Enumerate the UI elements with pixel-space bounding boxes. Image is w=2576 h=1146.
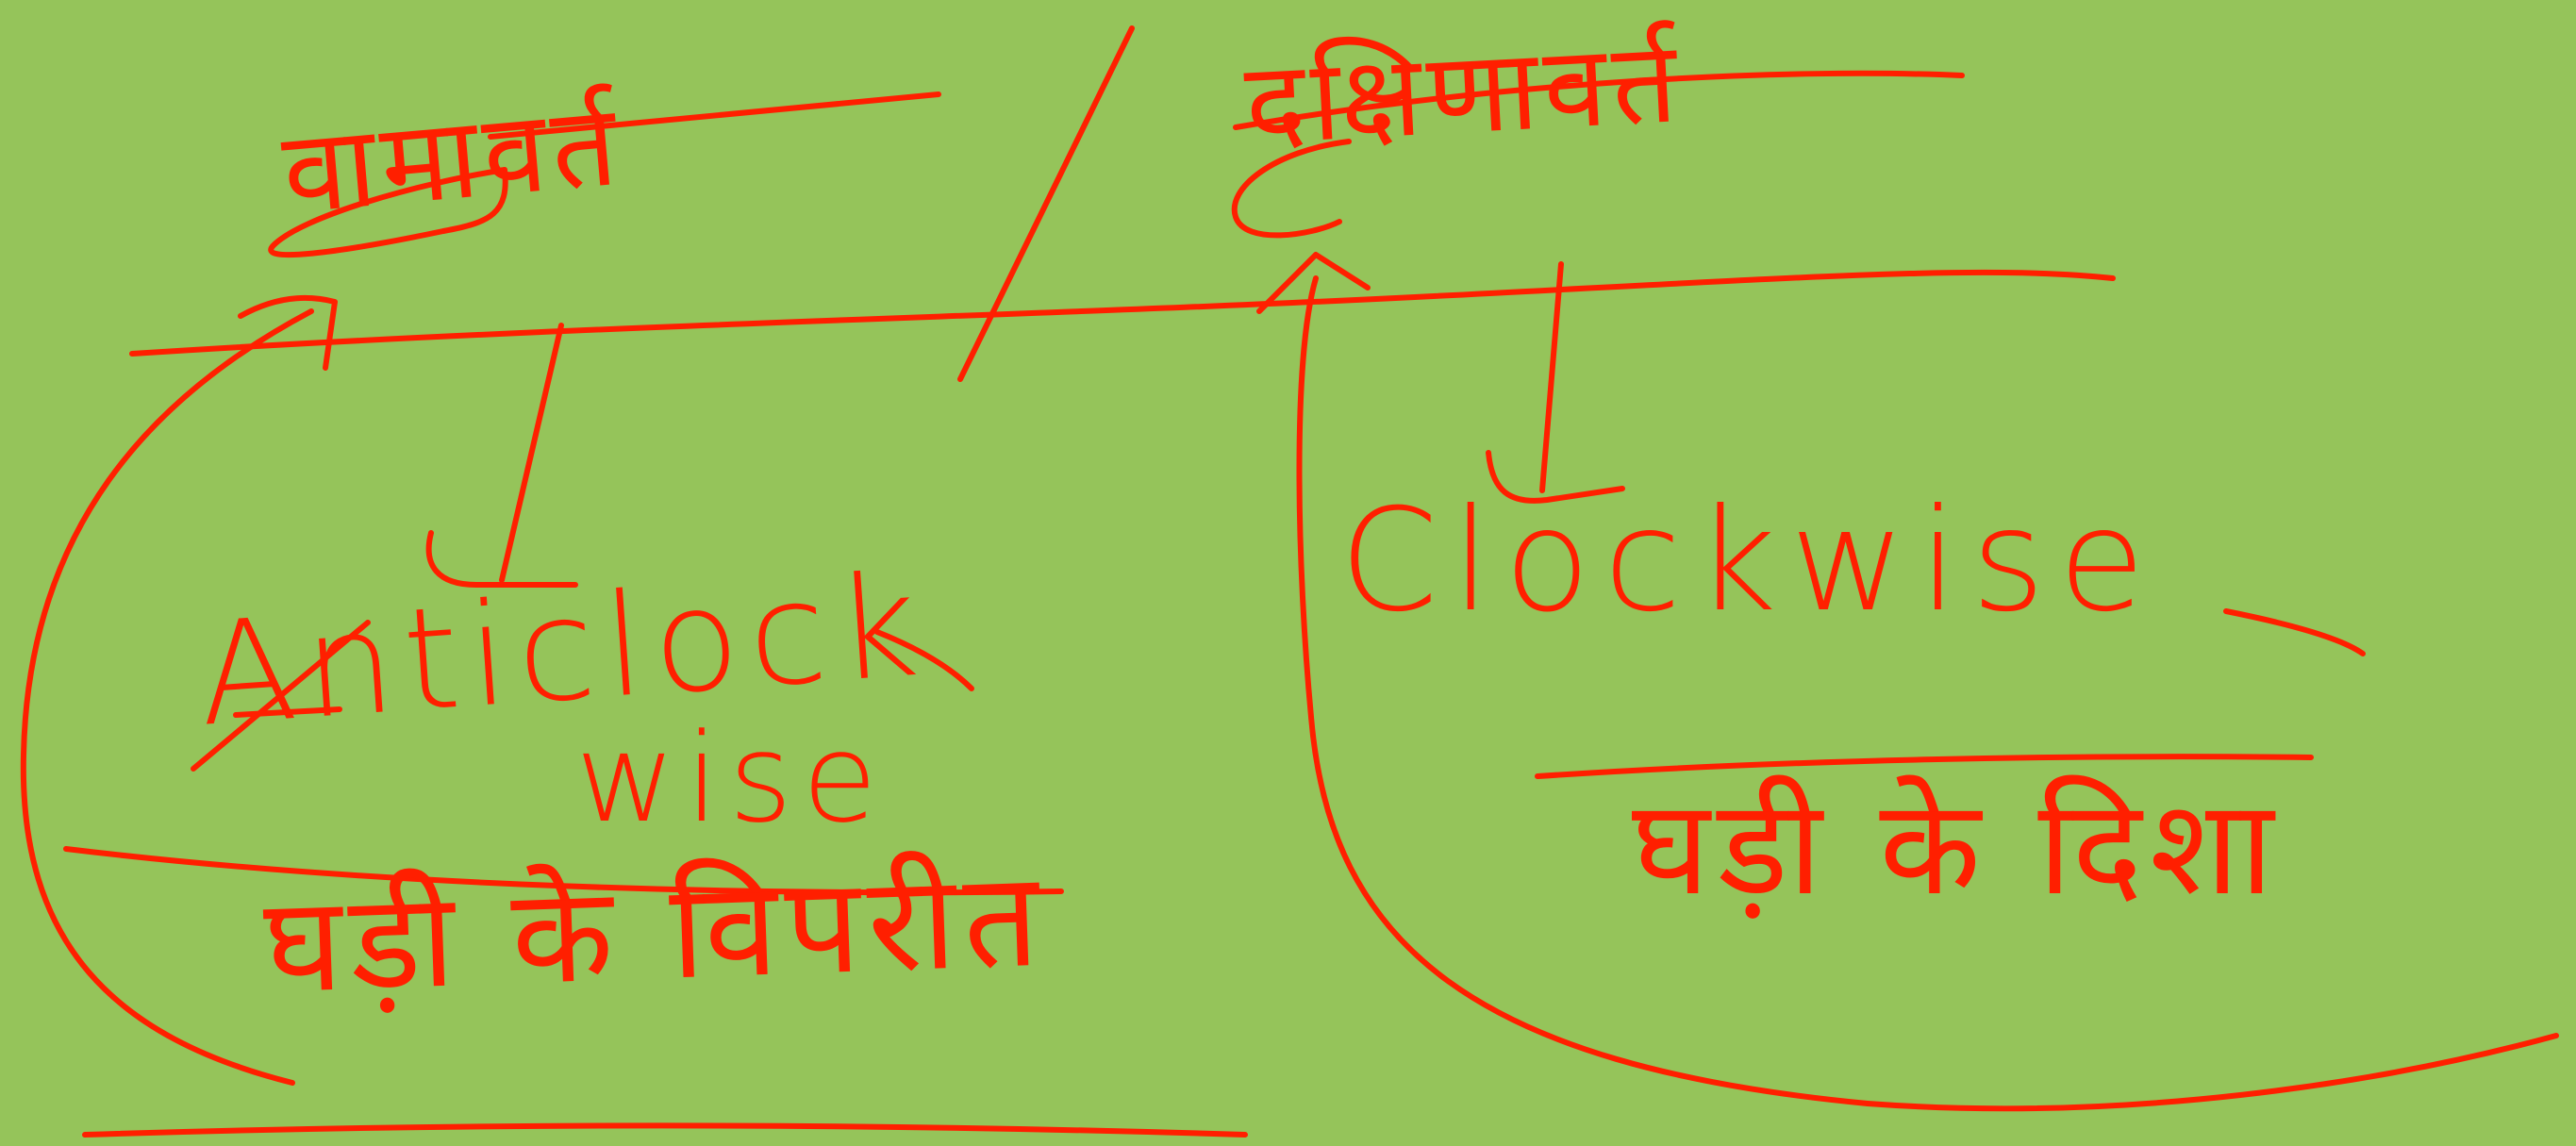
right-title-underline — [1233, 70, 1965, 130]
right-branch-title: दक्षिणावर्त — [1241, 16, 1687, 172]
left-divider-line — [63, 846, 1064, 896]
title-separator-slash — [957, 25, 1135, 382]
left-hindi-caption: घड़ी के विपरीत — [261, 842, 1049, 1024]
anticlock-crossbar — [233, 706, 342, 718]
left-pointer-line — [499, 323, 564, 583]
left-branch-title: वामावर्त — [277, 79, 628, 241]
right-loop-arc — [1296, 275, 2559, 1112]
right-hindi-caption: घड़ी के दिशा — [1632, 772, 2282, 925]
right-divider-line — [1535, 754, 2314, 779]
left-loop-arc — [20, 308, 314, 1086]
main-horizontal-line — [129, 269, 2116, 357]
clockwise-label: Clockwise — [1339, 479, 2159, 643]
bottom-underline — [82, 1122, 1248, 1138]
left-loop-arrowhead — [238, 294, 338, 371]
anticlock-label-line2: wise — [575, 706, 888, 850]
anticlock-leading-stroke — [191, 620, 371, 772]
left-title-hook — [268, 167, 508, 258]
left-title-underline — [488, 91, 941, 140]
clockwise-tail-stroke — [2223, 608, 2366, 656]
left-pointer-arrowhead — [425, 530, 578, 588]
anticlock-tail-stroke — [874, 629, 974, 691]
right-pointer-line — [1539, 261, 1564, 493]
right-loop-arrowhead — [1256, 252, 1371, 314]
right-title-hook — [1231, 139, 1352, 239]
right-pointer-arrowhead — [1486, 450, 1625, 504]
